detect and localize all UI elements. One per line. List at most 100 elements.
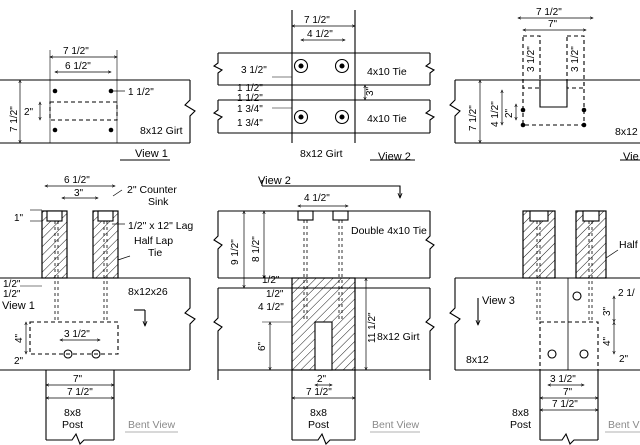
bent-view-left (0, 186, 196, 445)
tie-label: Double 4x10 Tie (351, 225, 427, 237)
girt-label: 8x12 Girt (300, 148, 343, 160)
countersink-label: Sink (148, 196, 169, 208)
leader-line (117, 255, 131, 261)
halflap-label: Tie (148, 247, 162, 259)
post-break (292, 432, 355, 445)
dim-label: 4 1/2" (304, 193, 330, 204)
break-line (425, 211, 435, 278)
dim-label: 4 1/2" (307, 29, 333, 40)
girt-label: 8x12 (466, 354, 489, 366)
dim-label: 7 1/2" (9, 106, 20, 132)
dim-label: 1 1/2" (237, 83, 263, 94)
dim-label: 1/2" (262, 275, 280, 286)
dim-label: 11 1/2" (367, 312, 378, 343)
dim-label: 4" (602, 336, 613, 346)
break-line (184, 278, 196, 370)
dim-label: 1 1/2" (128, 87, 154, 98)
halflap-label: Half Lap (134, 235, 173, 247)
dim-label: 1" (14, 213, 24, 224)
bolt-holes (52, 88, 114, 133)
dim-label: 6" (257, 341, 268, 351)
dim-label: 3 1/2" (550, 374, 576, 385)
dim-label: 1/2" (266, 289, 284, 300)
view-label: View 2 (258, 175, 291, 187)
bent-left-holes (63, 349, 101, 359)
view-label: View 2 (378, 151, 411, 163)
bent-right-holes (547, 291, 589, 359)
bent-right-text: Half 2 1/ 3" 4" 2" 3 1/2" 7" 7 1/2" View… (466, 239, 640, 431)
view-label: View 1 (135, 148, 168, 160)
dim-label: 6 1/2" (64, 175, 90, 186)
dim-label: 2" (317, 374, 327, 385)
dim-label: 1 1/2" (237, 93, 263, 104)
post-label: Post (62, 419, 83, 431)
view-arrow (262, 185, 400, 198)
dim-label: 7 1/2" (304, 15, 330, 26)
dim-label: 3 1/2" (64, 329, 90, 340)
post-label: 8x8 (64, 407, 81, 419)
dim-label: 1/2" (3, 279, 21, 290)
dim-label: 9 1/2" (230, 239, 241, 265)
bent-view-label: Bent View (608, 419, 640, 431)
break-line (184, 80, 196, 143)
dim-label: 1 3/4" (237, 104, 263, 115)
bent-view-middle (213, 180, 435, 445)
dim-label: 1/2" (3, 289, 21, 300)
post-break (46, 432, 114, 445)
dim-label: 2" (504, 108, 515, 118)
mortise-hidden (49, 101, 118, 121)
break-line (449, 80, 461, 143)
dim-label: 3" (74, 188, 84, 199)
view3-text: 7 1/2" 7" 3 1/2" 3 1/2" 7 1/2" 4 1/2" 2"… (468, 7, 639, 163)
tie-label: 4x10 Tie (367, 66, 407, 78)
view-label: View 3 (482, 295, 515, 307)
lag-holes (293, 58, 350, 125)
halflap-label: Half (619, 239, 638, 251)
dim-label: 7 1/2" (536, 7, 562, 18)
leader-line (605, 249, 619, 259)
view3-detail (449, 18, 640, 161)
view-label: Vie (623, 151, 639, 163)
bent-view-label: Bent View (128, 419, 176, 431)
girt-label: 8x12 (615, 126, 638, 138)
girt-label: 8x12x26 (128, 286, 168, 298)
dim-label: 1 3/4" (237, 118, 263, 129)
dim-label: 3" (602, 306, 613, 316)
post-label: 8x8 (512, 407, 529, 419)
post-label: Post (510, 419, 531, 431)
dim-label: 7 1/2" (306, 387, 332, 398)
tenon-slot (314, 321, 333, 371)
view1-text: 7 1/2" 6 1/2" 1 1/2" 2" 7 1/2" 8x12 Girt… (9, 46, 183, 160)
dim-label: 4" (14, 333, 25, 343)
dim-label: 3 1/2" (570, 46, 581, 72)
dim-label: 2 1/ (618, 288, 635, 299)
break-line (449, 278, 461, 370)
dim-label: 4 1/2" (490, 101, 501, 127)
bent-middle-text: View 2 4 1/2" 9 1/2" 8 1/2" 1/2" 1/2" 4 … (230, 175, 427, 431)
dim-label: 7" (73, 374, 83, 385)
view2-detail (212, 10, 436, 161)
dim-label: 3" (365, 86, 376, 96)
dim-label: 7 1/2" (468, 105, 479, 131)
post-label: Post (308, 419, 329, 431)
bent-view-right (449, 210, 640, 445)
dim-label: 2" (24, 107, 34, 118)
dim-label: 7 1/2" (63, 46, 89, 57)
dim-label: 8 1/2" (251, 236, 262, 262)
lag-label: 1/2" x 12" Lag (128, 220, 193, 232)
dim-label: 2" (14, 356, 24, 367)
dim-label: 3 1/2" (241, 65, 267, 76)
dim-label: 2" (619, 354, 629, 365)
view1-detail (0, 50, 196, 161)
dim-label: 7" (563, 387, 573, 398)
tie-label: 4x10 Tie (367, 113, 407, 125)
dim-label: 7 1/2" (67, 387, 93, 398)
mortise-hidden (29, 321, 119, 355)
bent-left-text: 6 1/2" 3" 1" 1/2" 1/2" 3 1/2" 4" 2" 7" 7… (2, 175, 193, 431)
break-line (212, 53, 224, 85)
break-line (424, 100, 436, 133)
post-break (540, 432, 598, 445)
mortise-hidden (539, 321, 599, 371)
break-line (213, 211, 223, 278)
